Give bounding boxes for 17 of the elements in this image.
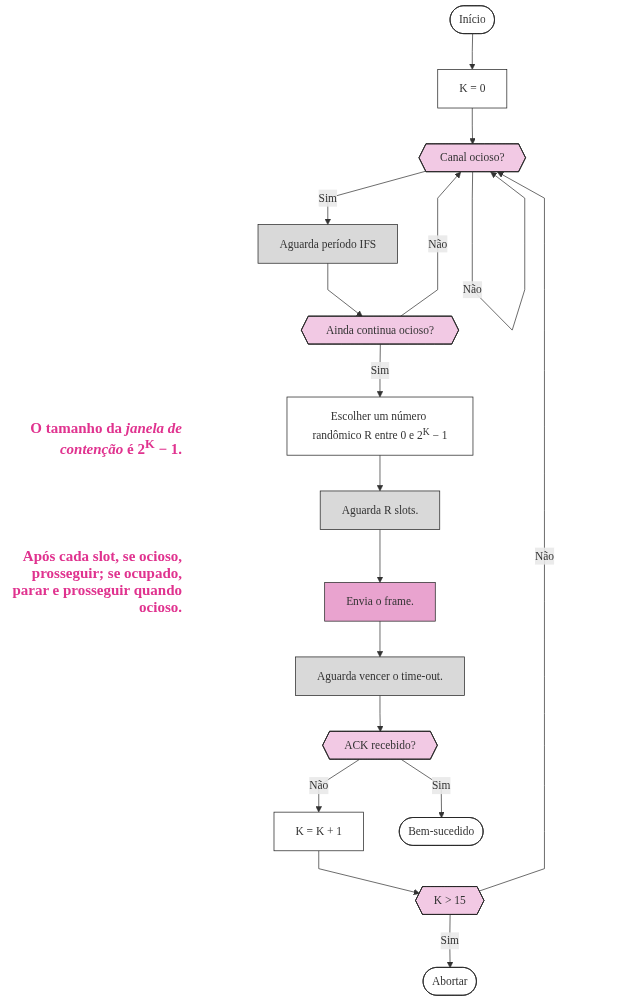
- edge-label: Sim: [431, 779, 451, 792]
- edge-label: Não: [462, 283, 482, 296]
- node-box: Envia o frame.: [324, 582, 436, 622]
- node-box: K = 0: [437, 69, 508, 109]
- annotation-note: O tamanho da janela de contenção é 2$^{K}$ − 1.: [29, 420, 182, 458]
- node-box: Escolher um número randômico R entre 0 e 2$^{K}$ − 1: [286, 396, 474, 456]
- edge-label: Sim: [370, 364, 390, 377]
- annotation-note: Após cada slot, se ocioso, prosseguir; se ocupado, parar e prosseguir quando ocioso.: [11, 548, 182, 616]
- node-box: K = K + 1: [273, 811, 364, 852]
- node-box: Aguarda R slots.: [319, 490, 441, 530]
- edge-label: Não: [534, 549, 554, 562]
- node-box: Aguarda vencer o time-out.: [295, 656, 465, 696]
- node-box: Aguarda período IFS: [257, 224, 398, 264]
- edge-label: Sim: [440, 934, 459, 947]
- edge-label: Sim: [318, 191, 338, 204]
- edge-label: Não: [309, 779, 329, 792]
- edge-label: Não: [428, 237, 448, 250]
